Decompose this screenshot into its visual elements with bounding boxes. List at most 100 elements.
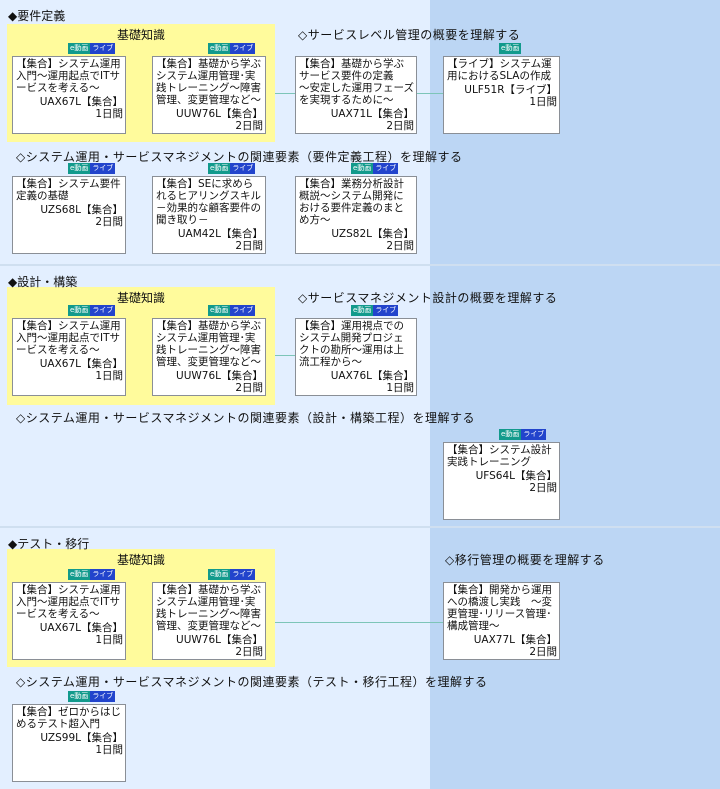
course-card[interactable]: 【集合】業務分析設計概説～システム開発における要件定義のまとめ方～ UZS82L【… xyxy=(295,176,417,254)
live-badge: ライブ xyxy=(230,43,256,54)
course-code: UUW76L【集合】 xyxy=(176,370,263,382)
course-card[interactable]: 【集合】開発から運用への橋渡し実践 ～変更管理･リリース管理･構成管理～ UAX7… xyxy=(443,582,560,660)
course-duration: 1日間 xyxy=(95,634,123,646)
course-duration: 1日間 xyxy=(95,370,123,382)
section-divider xyxy=(0,264,720,266)
course-code: UAX67L【集合】 xyxy=(39,622,123,634)
course-code: UAX76L【集合】 xyxy=(330,370,414,382)
e-video-badge: e動画 xyxy=(351,305,374,316)
e-video-badge: e動画 xyxy=(351,163,374,174)
goal-heading: ◇サービスマネジメント設計の概要を理解する xyxy=(298,291,558,305)
course-card[interactable]: 【集合】基礎から学ぶシステム運用管理･実践トレーニング～障害管理、変更管理など～… xyxy=(152,582,266,660)
live-badge: ライブ xyxy=(90,691,116,702)
delivery-badges: e動画ライブ xyxy=(68,569,116,580)
course-title[interactable]: 【集合】開発から運用への橋渡し実践 ～変更管理･リリース管理･構成管理～ xyxy=(447,584,552,632)
delivery-badges: e動画ライブ xyxy=(68,43,116,54)
related-heading: ◇システム運用・サービスマネジメントの関連要素（テスト・移行工程）を理解する xyxy=(16,675,488,689)
course-card[interactable]: 【集合】基礎から学ぶサービス要件の定義 ～安定した運用フェーズを実現するために～… xyxy=(295,56,417,134)
section-title: ◆要件定義 xyxy=(8,9,66,23)
course-title[interactable]: 【集合】システム運用入門～運用起点でITサービスを考える～ xyxy=(16,58,121,94)
course-title[interactable]: 【集合】基礎から学ぶシステム運用管理･実践トレーニング～障害管理、変更管理など～ xyxy=(156,58,261,106)
course-card[interactable]: 【集合】運用視点でのシステム開発プロジェクトの勘所～運用は上流工程から～ UAX7… xyxy=(295,318,417,396)
e-video-badge: e動画 xyxy=(68,43,91,54)
e-video-badge: e動画 xyxy=(68,163,91,174)
section-divider xyxy=(0,526,720,528)
course-title[interactable]: 【集合】システム要件定義の基礎 xyxy=(16,178,121,202)
connector-line xyxy=(275,622,443,623)
course-title[interactable]: 【集合】システム設計 実践トレーニング xyxy=(447,444,552,468)
connector-line xyxy=(417,93,443,94)
course-title[interactable]: 【集合】基礎から学ぶサービス要件の定義 ～安定した運用フェーズを実現するために～ xyxy=(299,58,414,106)
course-duration: 2日間 xyxy=(235,120,263,132)
course-title[interactable]: 【集合】システム運用入門～運用起点でITサービスを考える～ xyxy=(16,584,121,620)
course-title[interactable]: 【集合】基礎から学ぶシステム運用管理･実践トレーニング～障害管理、変更管理など～ xyxy=(156,320,261,368)
basic-knowledge-label: 基礎知識 xyxy=(116,553,165,567)
e-video-badge: e動画 xyxy=(499,429,522,440)
delivery-badges: e動画ライブ xyxy=(68,305,116,316)
course-card[interactable]: 【集合】基礎から学ぶシステム運用管理･実践トレーニング～障害管理、変更管理など～… xyxy=(152,318,266,396)
course-duration: 1日間 xyxy=(529,96,557,108)
live-badge: ライブ xyxy=(90,163,116,174)
course-duration: 1日間 xyxy=(95,108,123,120)
basic-knowledge-label: 基礎知識 xyxy=(116,291,165,305)
course-title[interactable]: 【集合】業務分析設計概説～システム開発における要件定義のまとめ方～ xyxy=(299,178,404,226)
live-badge: ライブ xyxy=(230,569,256,580)
course-duration: 2日間 xyxy=(386,120,414,132)
connector-line xyxy=(275,355,295,356)
course-duration: 2日間 xyxy=(235,240,263,252)
delivery-badges: e動画ライブ xyxy=(68,163,116,174)
related-heading: ◇システム運用・サービスマネジメントの関連要素（要件定義工程）を理解する xyxy=(16,150,463,164)
goal-heading: ◇移行管理の概要を理解する xyxy=(445,553,605,567)
course-title[interactable]: 【集合】システム運用入門～運用起点でITサービスを考える～ xyxy=(16,320,121,356)
course-code: UAX67L【集合】 xyxy=(39,96,123,108)
course-duration: 2日間 xyxy=(235,382,263,394)
delivery-badges: e動画ライブ xyxy=(208,163,256,174)
course-duration: 1日間 xyxy=(95,744,123,756)
course-code: UAX71L【集合】 xyxy=(330,108,414,120)
goal-heading: ◇サービスレベル管理の概要を理解する xyxy=(298,28,521,42)
course-title[interactable]: 【集合】基礎から学ぶシステム運用管理･実践トレーニング～障害管理、変更管理など～ xyxy=(156,584,261,632)
e-video-badge: e動画 xyxy=(68,305,91,316)
course-code: UAX77L【集合】 xyxy=(473,634,557,646)
course-card[interactable]: 【集合】ゼロからはじめるテスト超入門 UZS99L【集合】1日間 xyxy=(12,704,126,782)
course-title[interactable]: 【ライブ】システム運用におけるSLAの作成 xyxy=(447,58,552,82)
course-card[interactable]: 【集合】システム運用入門～運用起点でITサービスを考える～ UAX67L【集合】1… xyxy=(12,582,126,660)
live-badge: ライブ xyxy=(90,305,116,316)
course-card[interactable]: 【集合】システム運用入門～運用起点でITサービスを考える～ UAX67L【集合】1… xyxy=(12,56,126,134)
delivery-badges: e動画ライブ xyxy=(351,163,399,174)
course-code: UZS82L【集合】 xyxy=(331,228,414,240)
e-video-badge: e動画 xyxy=(208,305,231,316)
course-code: UUW76L【集合】 xyxy=(176,634,263,646)
delivery-badges: e動画ライブ xyxy=(208,569,256,580)
course-duration: 2日間 xyxy=(95,216,123,228)
section-title: ◆テスト・移行 xyxy=(8,537,90,551)
e-video-badge: e動画 xyxy=(208,163,231,174)
connector-line xyxy=(275,93,295,94)
live-badge: ライブ xyxy=(90,569,116,580)
course-card[interactable]: 【集合】SEに求められるヒアリングスキル－効果的な顧客要件の聞き取り－UAM42… xyxy=(152,176,266,254)
course-duration: 2日間 xyxy=(386,240,414,252)
related-heading: ◇システム運用・サービスマネジメントの関連要素（設計・構築工程）を理解する xyxy=(16,411,476,425)
course-card[interactable]: 【集合】システム運用入門～運用起点でITサービスを考える～UAX67L【集合】1… xyxy=(12,318,126,396)
delivery-badges: e動画ライブ xyxy=(208,305,256,316)
course-duration: 2日間 xyxy=(235,646,263,658)
section-title: ◆設計・構築 xyxy=(8,275,78,289)
live-badge: ライブ xyxy=(230,305,256,316)
live-badge: ライブ xyxy=(90,43,116,54)
course-title[interactable]: 【集合】SEに求められるヒアリングスキル－効果的な顧客要件の聞き取り－ xyxy=(156,178,261,226)
delivery-badges: e動画ライブ xyxy=(68,691,116,702)
e-video-badge: e動画 xyxy=(208,569,231,580)
course-code: UZS99L【集合】 xyxy=(40,732,123,744)
course-card[interactable]: 【集合】基礎から学ぶシステム運用管理･実践トレーニング～障害管理、変更管理など～… xyxy=(152,56,266,134)
course-duration: 1日間 xyxy=(386,382,414,394)
course-code: UUW76L【集合】 xyxy=(176,108,263,120)
course-title[interactable]: 【集合】運用視点でのシステム開発プロジェクトの勘所～運用は上流工程から～ xyxy=(299,320,404,368)
delivery-badges: e動画 xyxy=(499,43,522,54)
live-badge: ライブ xyxy=(230,163,256,174)
live-badge: ライブ xyxy=(373,305,399,316)
course-title[interactable]: 【集合】ゼロからはじめるテスト超入門 xyxy=(16,706,121,730)
course-code: UFS64L【集合】 xyxy=(475,470,557,482)
